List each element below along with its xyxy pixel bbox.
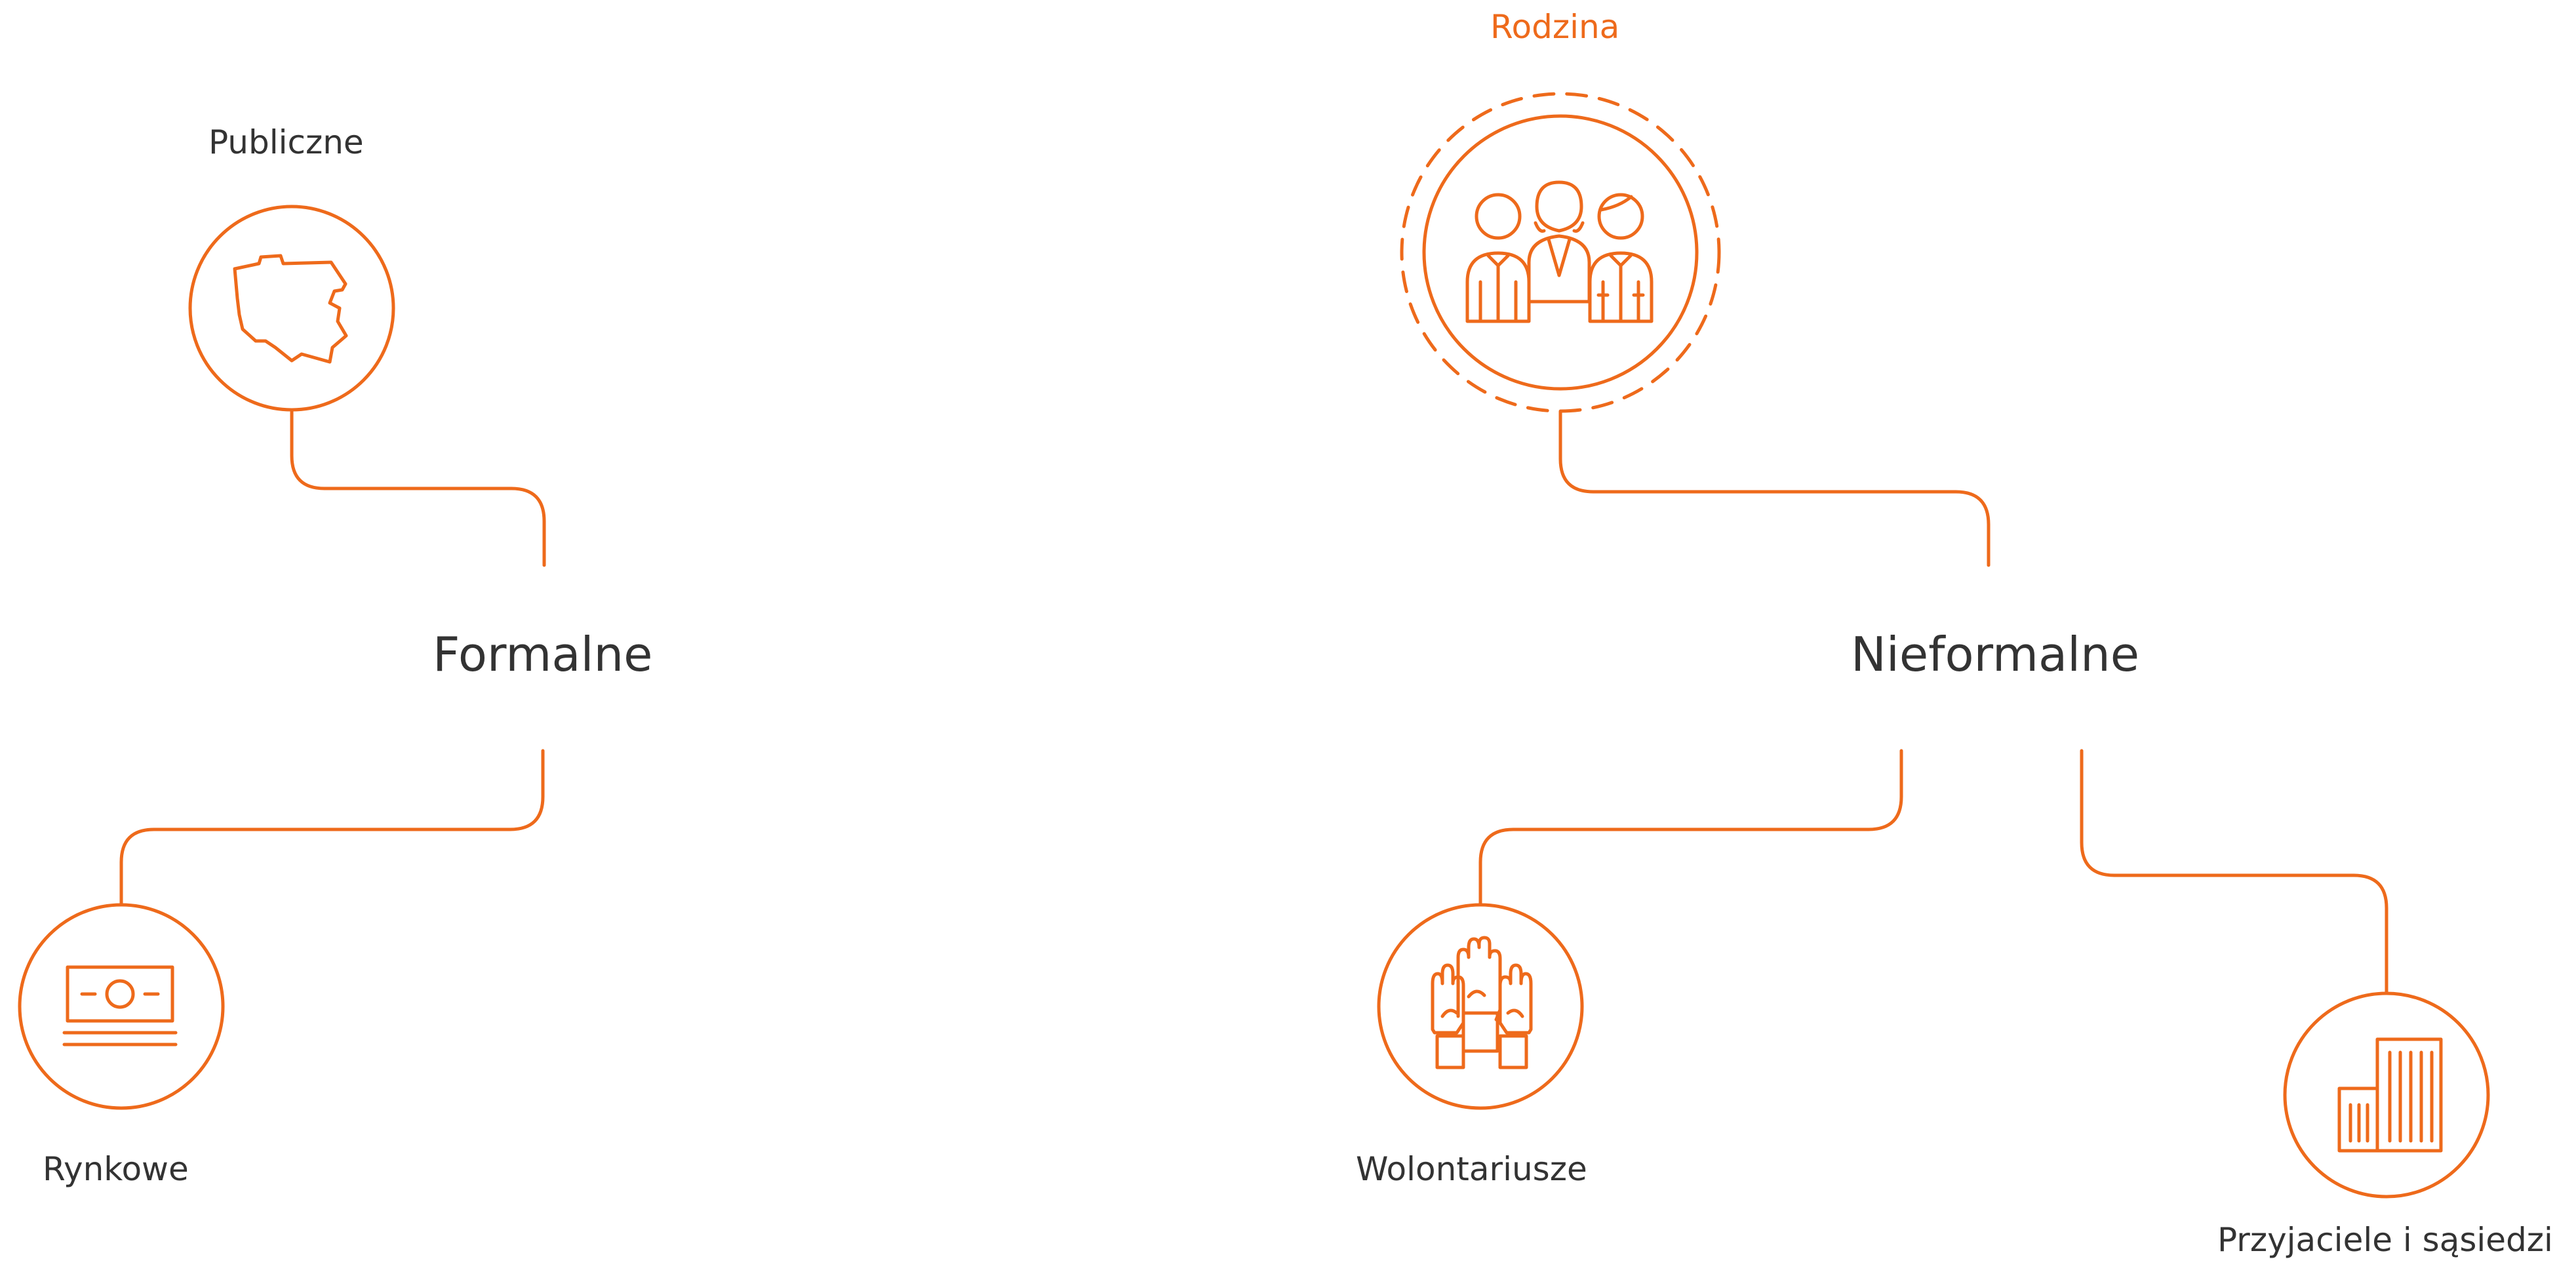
node-public-circle [188,205,395,412]
node-market[interactable] [18,903,225,1110]
label-market: Rynkowe [43,1150,189,1188]
node-family[interactable] [1400,92,1721,413]
node-friends-circle [2283,991,2490,1199]
connector-informal-volunteers [1478,749,1903,906]
label-informal: Nieformalne [1851,627,2140,682]
node-market-circle [18,903,225,1110]
label-friends: Przyjaciele i sąsiedzi [2217,1221,2553,1259]
label-family: Rodzina [1490,8,1620,46]
connector-public-formal [290,410,546,567]
node-family-outer-ring [1400,92,1721,413]
label-formal: Formalne [433,627,653,682]
label-volunteers: Wolontariusze [1356,1150,1587,1188]
banknote-icon [62,965,178,1046]
connector-family-informal [1558,410,1991,567]
label-public: Publiczne [208,123,364,161]
node-friends[interactable] [2283,991,2490,1199]
raised-hands-icon [1431,936,1533,1069]
poland-map-icon [233,254,348,364]
connector-formal-market [119,749,545,906]
family-icon [1465,180,1654,323]
node-volunteers[interactable] [1377,903,1584,1110]
node-volunteers-circle [1377,903,1584,1110]
node-public[interactable] [188,205,395,412]
node-family-circle [1422,114,1699,391]
buildings-icon [2337,1037,2443,1153]
connector-informal-friends [2080,749,2388,995]
